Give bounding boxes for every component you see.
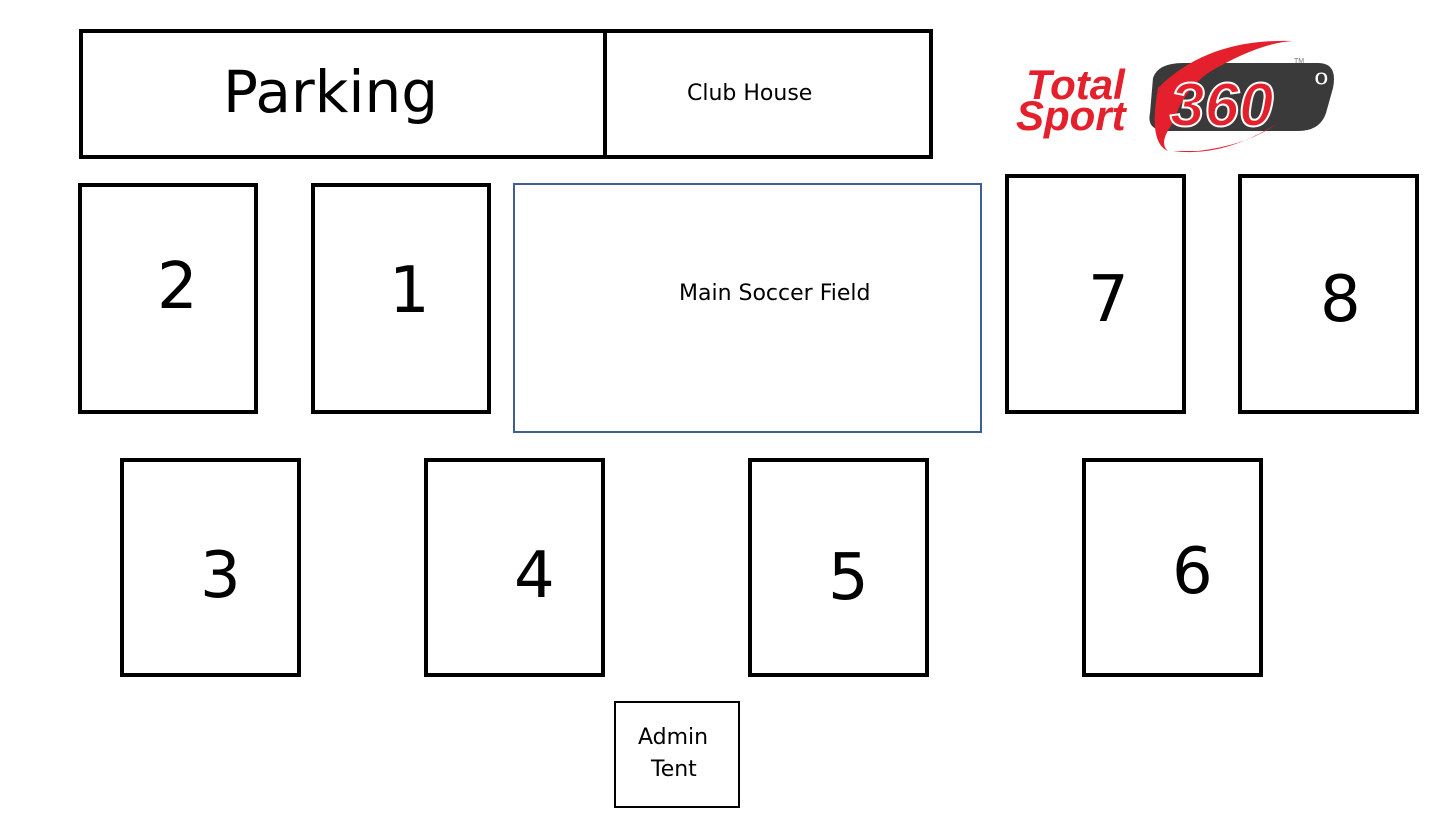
parking-area: Parking (79, 29, 607, 159)
total-sport-360-logo: Total Sport 360 o TM (1008, 33, 1348, 157)
field-7-number: 7 (1088, 263, 1129, 337)
admin-tent: Admin Tent (614, 701, 740, 808)
logo-text-360: 360 (1170, 71, 1273, 140)
field-4: 4 (424, 458, 605, 677)
club-house-label: Club House (687, 81, 813, 106)
field-6: 6 (1082, 458, 1263, 677)
club-house-area: Club House (603, 29, 933, 159)
field-2: 2 (78, 183, 258, 414)
logo-degree: o (1314, 64, 1329, 91)
field-1: 1 (311, 183, 491, 414)
logo-tm: TM (1294, 58, 1304, 65)
field-5: 5 (748, 458, 929, 677)
logo-text-total: Total (1026, 61, 1126, 108)
field-8: 8 (1238, 174, 1419, 414)
field-6-number: 6 (1172, 535, 1213, 609)
field-4-number: 4 (514, 539, 555, 613)
field-3-number: 3 (200, 539, 241, 613)
field-3: 3 (120, 458, 301, 677)
logo-swoosh (1154, 40, 1293, 152)
field-2-number: 2 (157, 250, 198, 324)
field-7: 7 (1005, 174, 1186, 414)
admin-tent-label-line1: Admin (638, 725, 709, 750)
field-8-number: 8 (1320, 263, 1361, 337)
admin-tent-label-line2: Tent (651, 757, 697, 782)
logo-graphic: Total Sport 360 o TM (1016, 40, 1334, 153)
parking-label: Parking (223, 58, 439, 126)
field-1-number: 1 (389, 254, 430, 328)
field-5-number: 5 (828, 541, 869, 615)
main-soccer-field-label: Main Soccer Field (679, 281, 871, 306)
main-soccer-field: Main Soccer Field (513, 183, 982, 433)
logo-swoosh-bottom (1173, 123, 1278, 153)
logo-text-sport: Sport (1016, 92, 1128, 139)
